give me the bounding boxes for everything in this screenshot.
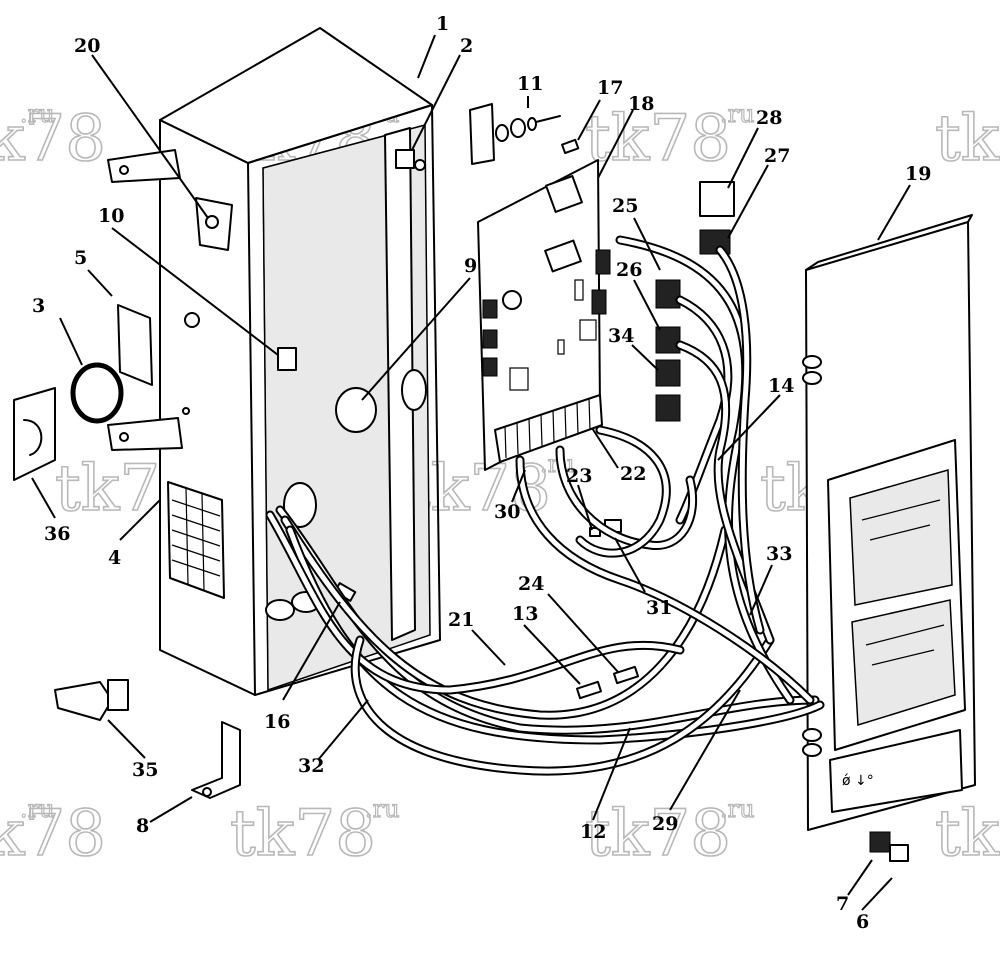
callout-24: 24: [518, 573, 544, 595]
callout-25: 25: [612, 195, 638, 217]
callout-22: 22: [620, 463, 646, 485]
callout-8: 8: [136, 815, 149, 837]
callout-28: 28: [756, 107, 782, 129]
callout-3: 3: [32, 295, 45, 317]
svg-text:tk78: tk78: [230, 797, 376, 871]
callout-21: 21: [448, 609, 474, 631]
callout-31: 31: [646, 597, 672, 619]
enclosure-cabinet: [107, 27, 441, 696]
wiring-harnesses: [265, 235, 825, 776]
callout-19: 19: [905, 163, 931, 185]
callout-29: 29: [652, 813, 678, 835]
enclosure-door: ǿ ↓°: [802, 214, 976, 831]
leader-lines: [31, 34, 911, 911]
callout-23: 23: [566, 465, 592, 487]
callout-32: 32: [298, 755, 324, 777]
callout-26: 26: [616, 259, 642, 281]
svg-text:.ru: .ru: [20, 795, 55, 823]
svg-text:tk78: tk78: [935, 102, 1000, 176]
callout-13: 13: [512, 603, 538, 625]
callout-14: 14: [768, 375, 794, 397]
callout-17: 17: [597, 77, 623, 99]
svg-text:tk78: tk78: [0, 797, 106, 871]
callout-11: 11: [517, 73, 543, 95]
svg-text:ǿ ↓°: ǿ ↓°: [842, 773, 874, 789]
callout-33: 33: [766, 543, 792, 565]
small-parts: [13, 103, 909, 862]
callout-5: 5: [74, 247, 87, 269]
callout-34: 34: [608, 325, 634, 347]
callout-2: 2: [460, 35, 473, 57]
watermark: tk78: [934, 101, 1000, 177]
svg-text:.ru: .ru: [365, 795, 400, 823]
callout-20: 20: [74, 35, 100, 57]
svg-text:tk78: tk78: [0, 102, 106, 176]
callout-36: 36: [44, 523, 70, 545]
callout-labels: 1 2 3 4 5 6 7 8 9 10 11 12 13 14 16 17 1…: [32, 13, 931, 933]
watermark: tk78.ru: [229, 794, 400, 871]
callout-4: 4: [108, 547, 121, 569]
svg-text:tk78: tk78: [585, 797, 731, 871]
circuit-board: [477, 159, 611, 471]
watermark: tk78.ru: [584, 99, 755, 176]
watermark: tk78.ru: [584, 794, 755, 871]
svg-text:tk78: tk78: [935, 797, 1000, 871]
callout-35: 35: [132, 759, 158, 781]
callout-7: 7: [836, 893, 849, 915]
svg-text:.ru: .ru: [720, 795, 755, 823]
watermark: tk78.ru: [0, 99, 107, 176]
callout-9: 9: [464, 255, 477, 277]
svg-text:tk78: tk78: [585, 102, 731, 176]
callout-18: 18: [628, 93, 654, 115]
watermark: tk78: [934, 796, 1000, 872]
callout-30: 30: [494, 501, 520, 523]
watermark: tk78.ru: [0, 794, 107, 871]
callout-16: 16: [264, 711, 290, 733]
callout-1: 1: [436, 13, 449, 35]
callout-27: 27: [764, 145, 790, 167]
svg-text:.ru: .ru: [20, 100, 55, 128]
callout-6: 6: [856, 911, 869, 933]
callout-10: 10: [98, 205, 124, 227]
svg-text:.ru: .ru: [720, 100, 755, 128]
watermark-layer: tk78.ru tk78.ru tk78.ru tk78 tk78.ru tk7…: [0, 99, 1000, 872]
callout-12: 12: [580, 821, 606, 843]
